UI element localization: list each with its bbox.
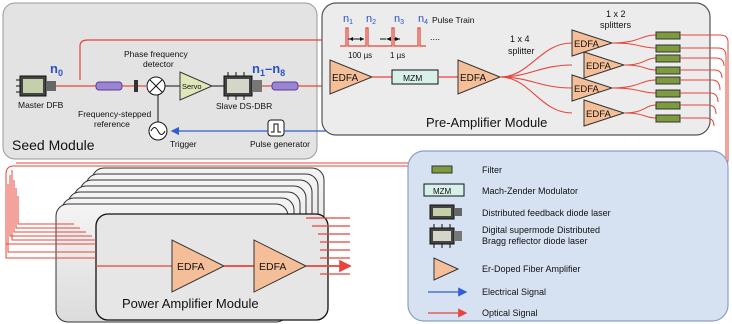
n1-n8-label: n1–n8 (252, 61, 285, 78)
seed-filter-2 (271, 81, 299, 91)
pulse-generator-icon (267, 119, 285, 137)
pulse-generator-label: Pulse generator (250, 139, 310, 149)
legend-item-filter: Filter (431, 165, 502, 175)
master-dfb-label: Master DFB (18, 100, 64, 110)
pre-output-fibers (680, 34, 729, 127)
power-edfa-2 (253, 239, 308, 293)
pulse-n-labels: n1 n2 n3 n4 (343, 13, 428, 26)
trigger-label: Trigger (170, 139, 197, 149)
pulse-train-graphic (340, 27, 426, 47)
splitter-1x2-label-2: splitters (600, 20, 632, 30)
power-edfa-1-label: EDFA (177, 261, 204, 273)
legend-mzm-swatch (423, 183, 465, 197)
pre-filter-2 (655, 44, 681, 53)
pre-edfa-5 (571, 74, 614, 102)
slave-ds-dbr-laser-icon (223, 72, 262, 100)
splitter-1x2-fibers (611, 34, 657, 119)
power-front-content: EDFA EDFA Power Amplifier Module (96, 239, 308, 311)
pfd-label-1: Phase frequency (124, 49, 189, 59)
seed-filter-1 (95, 81, 123, 91)
splitter-1x4-fibers (499, 42, 573, 114)
legend-item-dsdbr: Digital supermode Distributed Bragg refl… (429, 224, 600, 248)
pre-filter-bank (655, 31, 681, 123)
pre-filter-1 (655, 31, 681, 40)
pulse-n1-label: n1 (343, 13, 353, 26)
pre-filter-8 (655, 114, 681, 123)
pfd-label-2: detector (143, 59, 174, 69)
reference-label-1: Frequency-stepped (78, 109, 152, 119)
mzm-label: MZM (403, 73, 422, 83)
pre-amplifier-module: Pre-Amplifier Module Pulse Train n1 n2 n… (321, 2, 729, 136)
legend: Filter MZM Mach-Zender Modulator Distrib… (407, 150, 729, 322)
legend-filter-swatch (431, 165, 453, 174)
legend-item-optical: Optical Signal (428, 308, 538, 318)
power-output-fibers (306, 217, 352, 275)
pulse-n2-label: n2 (366, 13, 376, 26)
slave-ds-dbr-label: Slave DS-DBR (216, 101, 272, 111)
pre-edfa-4-label: EDFA (586, 61, 611, 72)
power-input-fibers (18, 223, 96, 259)
pre-edfa-5-label: EDFA (574, 84, 599, 95)
seed-module: Seed Module Master DFB n0 Phase frequenc… (2, 2, 359, 160)
pre-filter-4 (655, 66, 681, 75)
legend-edfa-swatch (433, 257, 460, 281)
legend-item-edfa: Er-Doped Fiber Amplifier (433, 257, 581, 281)
pulse-n3-label: n3 (394, 13, 404, 26)
master-dfb-laser-icon (16, 75, 56, 97)
pre-edfa-1-label: EDFA (332, 73, 358, 84)
power-edfa-1 (171, 239, 226, 293)
pre-filter-5 (655, 76, 681, 85)
servo-label: Servo (182, 82, 202, 91)
pre-edfa-2 (457, 59, 502, 95)
legend-item-mzm: MZM Mach-Zender Modulator (423, 183, 578, 197)
pulse-period-label: 100 µs (348, 51, 372, 60)
power-edfa-2-label: EDFA (259, 261, 286, 273)
seed-module-title: Seed Module (12, 137, 95, 153)
power-amplifier-title: Power Amplifier Module (122, 296, 259, 311)
legend-mzm-symbol-text: MZM (433, 187, 452, 196)
legend-dsdbr-label-1: Digital supermode Distributed (482, 225, 600, 235)
pre-filter-6 (655, 89, 681, 98)
reference-oscillator-icon (148, 121, 168, 141)
pulse-n4-label: n4 (418, 13, 428, 26)
legend-dfb-label: Distributed feedback diode laser (482, 208, 611, 218)
pre-amplifier-title: Pre-Amplifier Module (426, 115, 547, 130)
legend-edfa-label: Er-Doped Fiber Amplifier (482, 264, 581, 274)
phase-frequency-detector-icon (146, 76, 166, 96)
n0-label: n0 (50, 61, 63, 78)
legend-optical-label: Optical Signal (482, 308, 538, 318)
pre-edfa-4 (583, 51, 626, 79)
pulse-width-label: 1 µs (390, 51, 405, 60)
splitter-1x2-label-1: 1 x 2 (606, 9, 626, 19)
splitter-1x4-label-2: splitter (508, 46, 535, 56)
pre-edfa-6 (583, 99, 626, 127)
pre-edfa-2-label: EDFA (460, 73, 486, 84)
pre-filter-7 (655, 101, 681, 110)
legend-item-electrical: Electrical Signal (428, 287, 546, 297)
legend-dsdbr-label-2: Bragg reflector diode laser (482, 236, 588, 246)
legend-mzm-label: Mach-Zender Modulator (482, 186, 578, 196)
legend-dsdbr-laser-icon (429, 224, 462, 248)
reference-label-2: reference (94, 119, 130, 129)
pre-edfa-3 (571, 29, 614, 57)
pre-edfa-bank: EDFA EDFA EDFA EDFA (571, 29, 626, 127)
pulse-dots: .... (430, 32, 440, 42)
legend-dfb-laser-icon (429, 204, 462, 220)
splitter-1x4-label-1: 1 x 4 (510, 34, 530, 44)
pre-edfa-3-label: EDFA (574, 39, 599, 50)
pre-filter-3 (655, 54, 681, 63)
legend-item-dfb: Distributed feedback diode laser (429, 204, 611, 220)
legend-filter-label: Filter (482, 165, 502, 175)
pre-edfa-6-label: EDFA (586, 109, 611, 120)
legend-electrical-label: Electrical Signal (482, 287, 546, 297)
pulse-train-label: Pulse Train (432, 15, 475, 25)
servo-amplifier (179, 71, 214, 101)
pre-edfa-1 (329, 59, 374, 95)
